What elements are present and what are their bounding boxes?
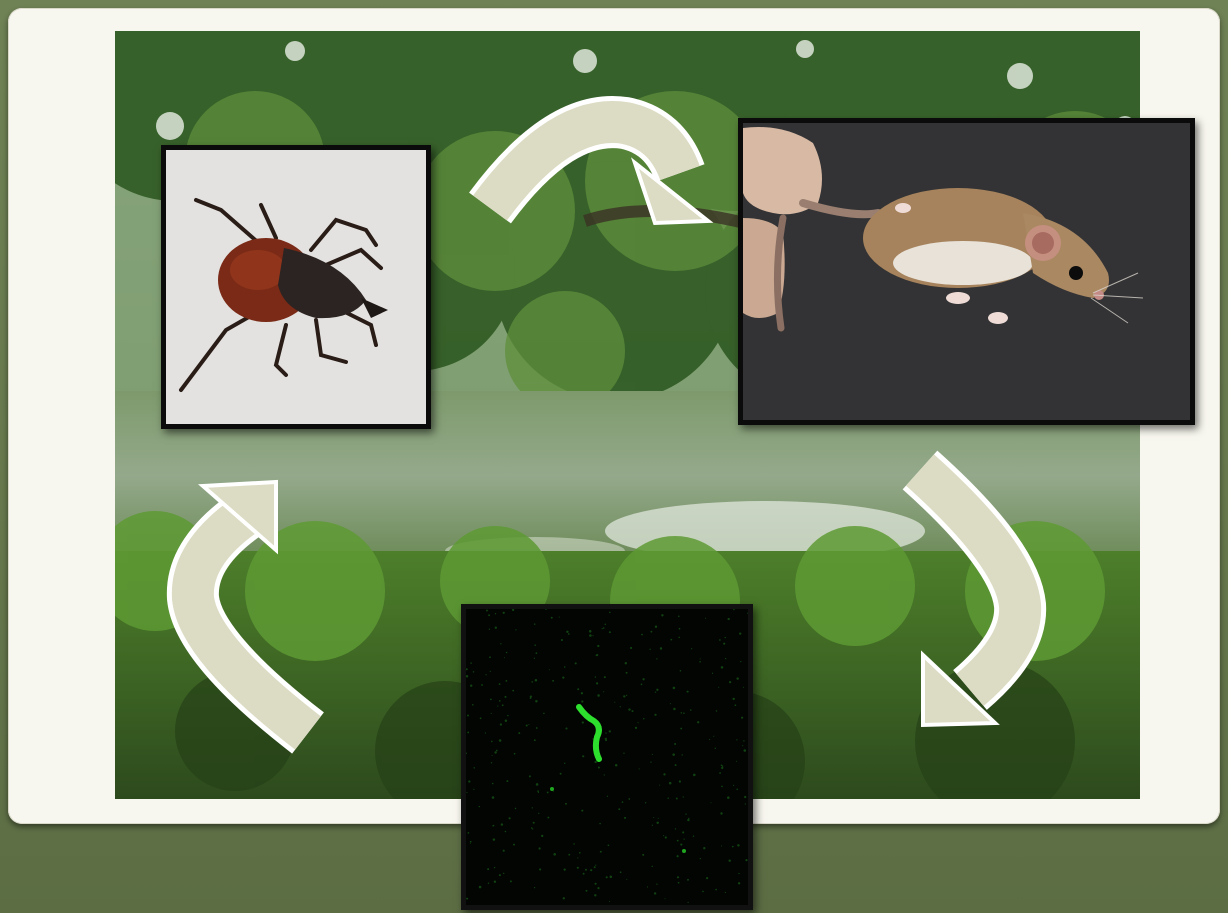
tick-photo (161, 145, 431, 429)
bacterium-icon (466, 609, 748, 905)
mouse-icon (743, 123, 1190, 420)
arrow-mouse-to-bacterium (895, 445, 1055, 730)
mouse-photo (738, 118, 1195, 425)
arrow-bacterium-to-tick (158, 478, 333, 758)
arrow-tick-to-mouse (460, 113, 710, 253)
spirochete-micrograph (461, 604, 753, 910)
tick-icon (166, 150, 426, 424)
